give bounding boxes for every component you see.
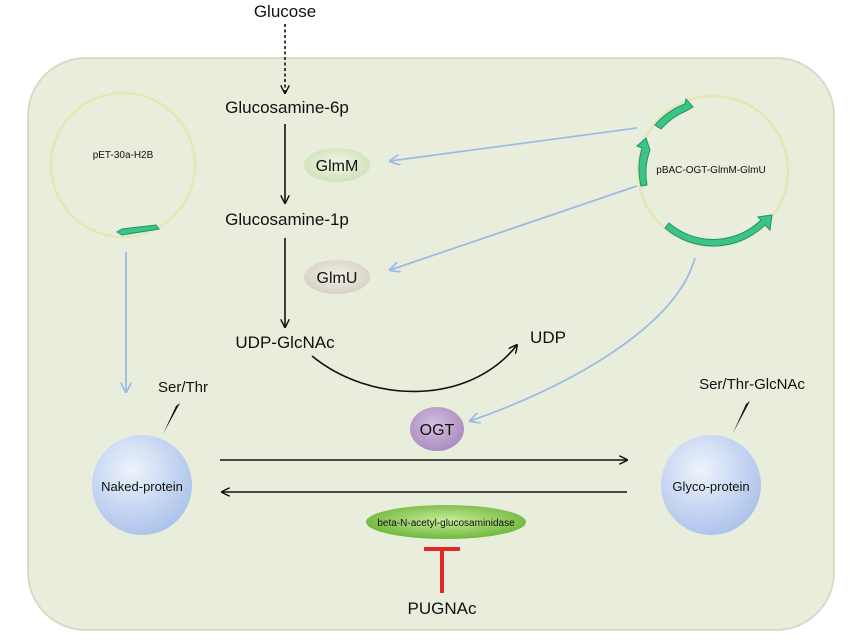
plasmid-left-label: pET-30a-H2B — [93, 150, 154, 161]
cell-boundary — [27, 57, 835, 631]
hexosaminidase-label: beta-N-acetyl-glucosaminidase — [377, 518, 515, 529]
naked-protein-label: Naked-protein — [101, 479, 183, 494]
glyco-protein — [661, 435, 761, 535]
plasmid-right-gene-arrow-top — [654, 97, 694, 130]
glucose-label: Glucose — [254, 2, 316, 21]
plasmid-right-label: pBAC-OGT-GlmM-GlmU — [656, 165, 765, 176]
glyco-site-label: Ser/Thr-GlcNAc — [699, 376, 805, 393]
plasmid-right-gene-arrow-left — [636, 137, 651, 187]
ogt-label: OGT — [420, 422, 455, 439]
expression-arrow-glmu — [390, 185, 638, 270]
plasmid-left-ring — [49, 91, 197, 239]
glmu-enzyme — [304, 260, 370, 294]
glmu-label: GlmU — [317, 270, 358, 287]
hexosaminidase-enzyme — [366, 505, 526, 539]
udp-glcnac-label: UDP-GlcNAc — [235, 333, 335, 352]
ogt-enzyme — [410, 407, 464, 451]
glmm-label: GlmM — [316, 158, 359, 175]
naked-site-pointer — [163, 403, 180, 434]
ogt-transfer-curve — [311, 345, 517, 393]
naked-site-label: Ser/Thr — [158, 379, 208, 396]
glucosamine-6p-label: Glucosamine-6p — [225, 98, 349, 117]
glucosamine-1p-label: Glucosamine-1p — [225, 210, 349, 229]
expression-arrow-ogt — [470, 257, 696, 421]
glyco-site-pointer — [733, 401, 750, 433]
expression-arrow-glmm — [390, 127, 638, 161]
glmm-enzyme — [304, 148, 370, 182]
udp-label: UDP — [530, 328, 566, 347]
naked-protein — [92, 435, 192, 535]
pugnac-label: PUGNAc — [408, 599, 477, 618]
glyco-protein-label: Glyco-protein — [672, 479, 749, 494]
plasmid-left-gene-arrow — [116, 224, 160, 236]
plasmid-right-gene-arrow-bottom — [664, 214, 773, 247]
